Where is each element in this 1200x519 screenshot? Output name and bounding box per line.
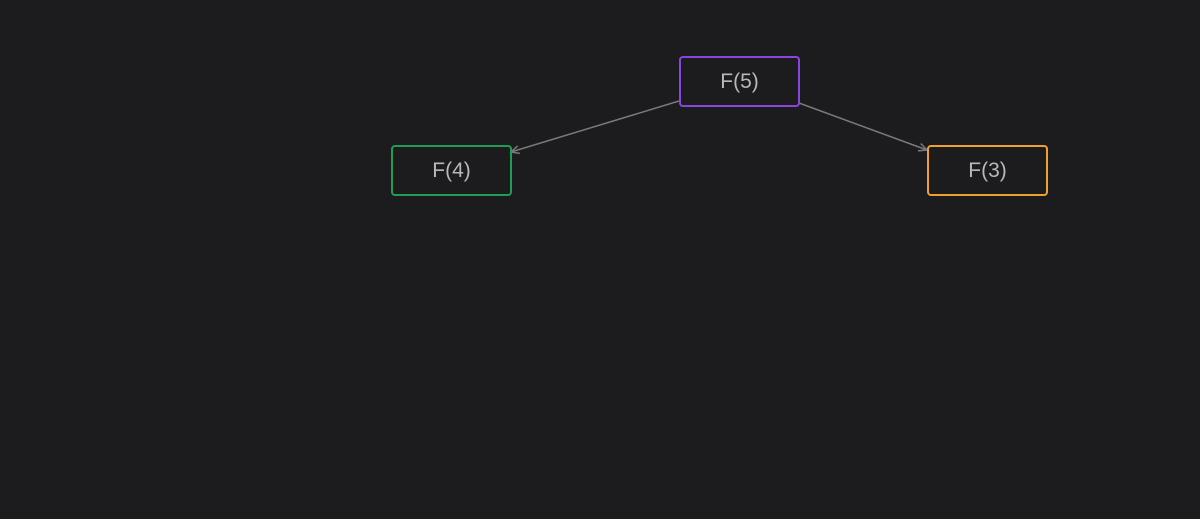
node-f4[interactable]: F(4) [391,145,512,196]
node-f5[interactable]: F(5) [679,56,800,107]
edge-f5-f4 [510,100,680,153]
edge-f5-f3 [798,102,928,151]
edge-group [509,100,929,155]
node-f3[interactable]: F(3) [927,145,1048,196]
